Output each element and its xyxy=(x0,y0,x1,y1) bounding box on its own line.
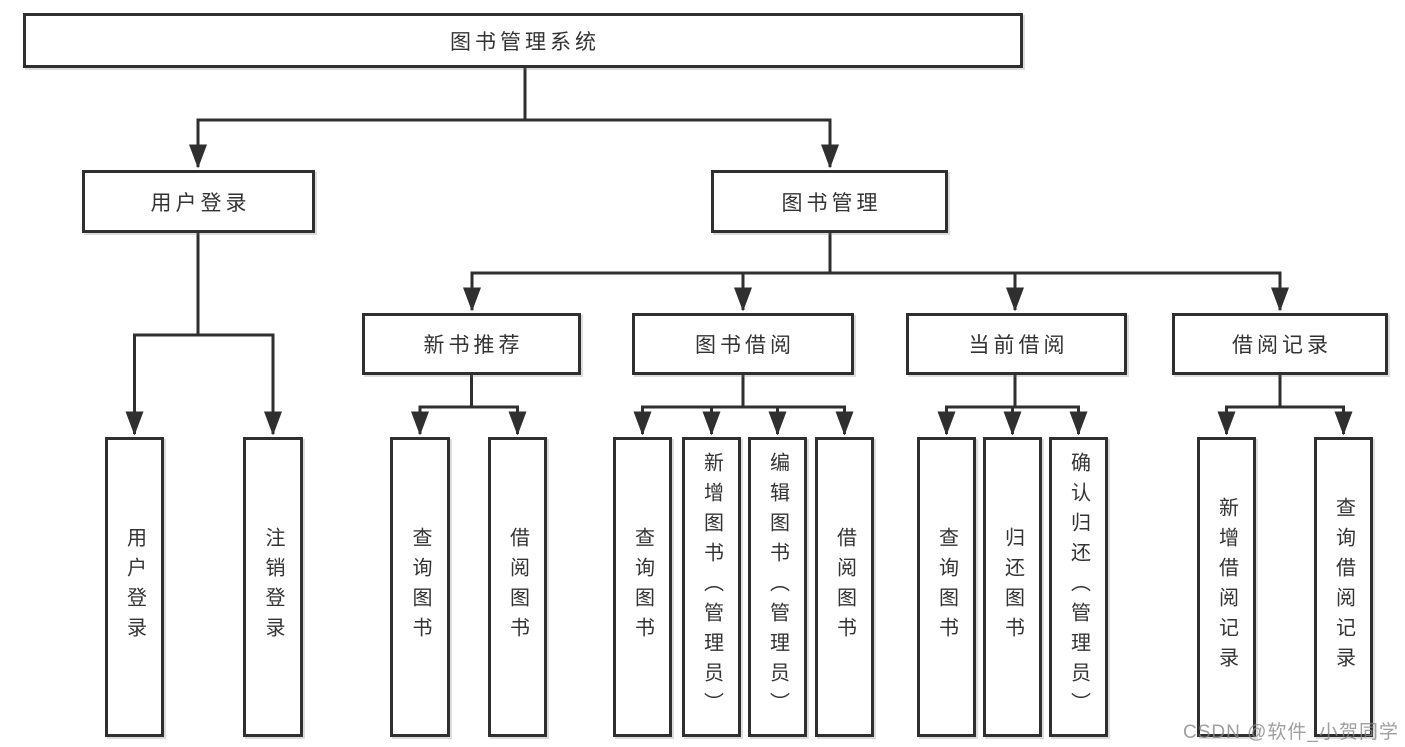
node-book-management-module: 图书管理 xyxy=(711,170,948,233)
leaf-return-books: 归还图书 xyxy=(983,437,1042,737)
leaf-add-books-admin: 新增图书（管理员） xyxy=(682,437,741,737)
leaf-logout: 注销登录 xyxy=(243,437,303,737)
node-current-borrowing: 当前借阅 xyxy=(906,313,1127,375)
leaf-query-books-recommend: 查询图书 xyxy=(390,437,450,737)
leaf-edit-books-admin: 编辑图书（管理员） xyxy=(748,437,807,737)
leaf-borrow-books: 借阅图书 xyxy=(815,437,874,737)
leaf-query-books-current: 查询图书 xyxy=(917,437,976,737)
node-root-system: 图书管理系统 xyxy=(23,13,1023,68)
node-user-login-module: 用户登录 xyxy=(82,170,315,233)
node-borrowing-records: 借阅记录 xyxy=(1172,313,1388,375)
leaf-confirm-return-admin: 确认归还（管理员） xyxy=(1049,437,1108,737)
leaf-borrow-books-recommend: 借阅图书 xyxy=(488,437,547,737)
leaf-query-books-borrowing: 查询图书 xyxy=(613,437,672,737)
leaf-add-borrow-record: 新增借阅记录 xyxy=(1197,437,1256,737)
leaf-query-borrow-record: 查询借阅记录 xyxy=(1314,437,1373,737)
node-new-book-recommend: 新书推荐 xyxy=(362,313,581,375)
csdn-watermark: CSDN @软件_小贺同学 xyxy=(1183,722,1399,743)
node-book-borrowing: 图书借阅 xyxy=(632,313,854,375)
leaf-user-login: 用户登录 xyxy=(105,437,164,737)
